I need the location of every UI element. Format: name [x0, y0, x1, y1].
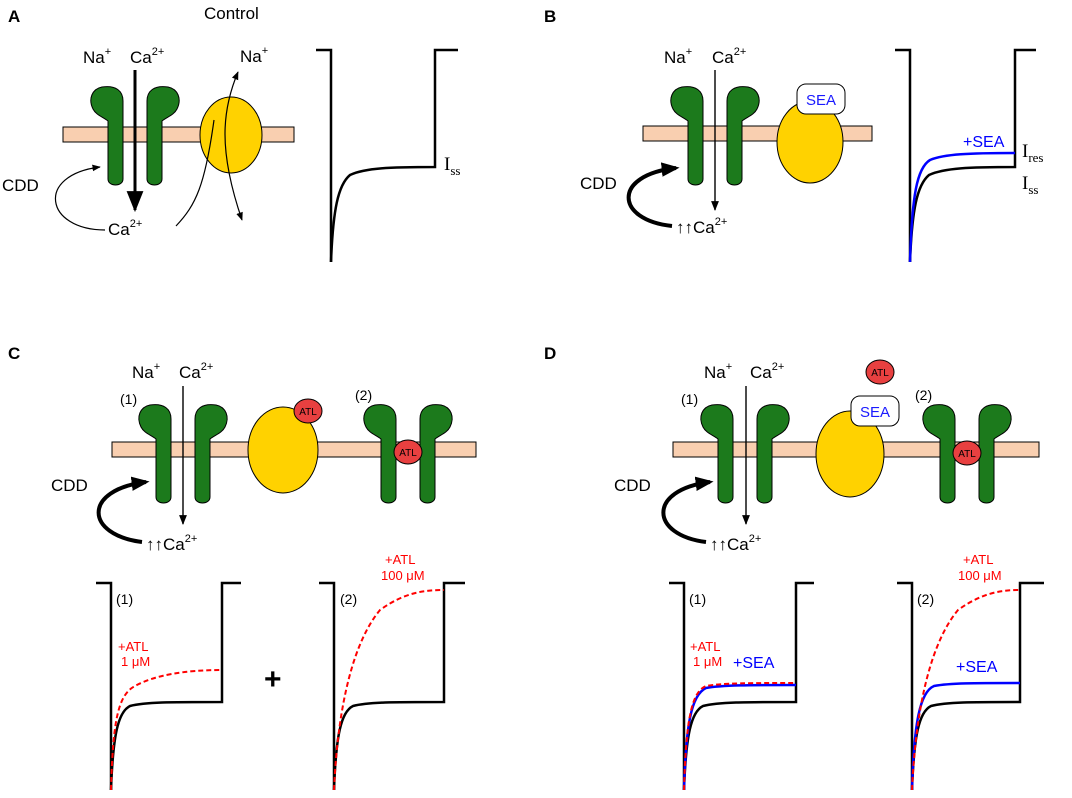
cdd-label: CDD: [580, 174, 617, 193]
sea-current-trace-2: [910, 681, 1021, 791]
atl-label: ATL: [871, 368, 889, 379]
trace-1-label: (1): [689, 591, 706, 607]
control-current-trace: [329, 48, 458, 263]
ca-intracellular-label: Ca2+: [108, 218, 142, 239]
calcium-channel-1: [138, 404, 228, 504]
sea-badge: [796, 83, 846, 115]
panel-b-label: B: [544, 7, 556, 26]
panel-d: D SEA ATL ATL Na+ Ca2+ (1) (2) ↑↑Ca2+ CD…: [544, 344, 1044, 791]
calcium-channel-2: [922, 404, 1012, 504]
atl-label: ATL: [399, 448, 417, 459]
na-ion-label: Na+: [664, 46, 692, 67]
panel-c: C ATL ATL Na+ Ca2+ (1) (2) ↑↑Ca2+ CDD (1…: [8, 344, 477, 791]
ires-label: Ires: [1022, 141, 1044, 165]
trace-2-label: (2): [917, 591, 934, 607]
plus-sea-label: +SEA: [956, 659, 998, 676]
control-current-trace-2: [332, 581, 465, 791]
cdd-label: CDD: [2, 176, 39, 195]
exchanger: [815, 410, 885, 498]
na-ion-label-exchanger: Na+: [240, 45, 268, 66]
trace-1-label: (1): [116, 591, 133, 607]
sea-label: SEA: [806, 92, 836, 109]
cdd-feedback-arrow: [96, 476, 150, 544]
atl-current-trace-2: [911, 589, 1021, 791]
panel-c-label: C: [8, 344, 20, 363]
calcium-channel: [670, 86, 760, 186]
control-current-trace: [908, 48, 1036, 263]
atl-free-molecule: [865, 359, 895, 385]
panel-a-label: A: [8, 7, 20, 26]
current-trace-frame-1: [96, 581, 113, 790]
exchanger: [199, 96, 263, 174]
current-trace-frame-2: [319, 581, 336, 790]
na-ion-label: Na+: [83, 46, 111, 67]
trace-2-label: (2): [340, 591, 357, 607]
atl-molecule: [293, 398, 323, 424]
iss-label: Iss: [1022, 173, 1038, 197]
plus-atl-label: +ATL: [690, 639, 720, 654]
panel-a: A Control Na+ Ca2+ Na+ Ca2+ CDD Iss: [2, 4, 460, 263]
sea-current-trace-1: [682, 683, 797, 791]
atl-bound-molecule: [952, 440, 982, 466]
ca-ion-label: Ca2+: [130, 46, 164, 67]
plus-atl-label: +ATL: [385, 552, 415, 567]
sea-current-trace: [908, 151, 1016, 263]
na-ion-label: Na+: [704, 361, 732, 382]
current-trace-frame: [316, 48, 333, 262]
sea-label: SEA: [860, 404, 890, 421]
current-trace-frame-1: [669, 581, 686, 790]
atl-current-trace-1: [683, 682, 797, 791]
atl-current-trace-2: [333, 589, 445, 791]
ca-ion-label: Ca2+: [712, 46, 746, 67]
exchanger-flux-arrow: [224, 71, 243, 221]
current-trace-frame: [895, 48, 912, 262]
panel-b: B SEA Na+ Ca2+ ↑↑Ca2+ CDD +SEA Ires Iss: [544, 7, 1044, 263]
ca-ion-label: Ca2+: [179, 361, 213, 382]
ca-ion-label: Ca2+: [750, 361, 784, 382]
atl-label: ATL: [958, 449, 976, 460]
calcium-channel-2: [363, 404, 453, 504]
ca-intracellular-label: ↑↑Ca2+: [710, 533, 761, 554]
cdd-feedback-arrow: [626, 162, 680, 228]
panel-d-label: D: [544, 344, 556, 363]
exchanger: [247, 406, 319, 494]
sea-badge: [850, 395, 900, 427]
calcium-channel-1: [700, 404, 790, 504]
control-current-trace-1: [109, 581, 241, 791]
atl-label: ATL: [299, 407, 317, 418]
channel-2-label: (2): [355, 387, 372, 403]
atl-concentration-label: 100 μM: [958, 568, 1002, 583]
atl-current-trace-1: [110, 669, 223, 791]
cdd-feedback-arrow: [55, 164, 106, 231]
control-title: Control: [204, 4, 259, 23]
na-ion-label: Na+: [132, 361, 160, 382]
atl-concentration-label: 100 μM: [381, 568, 425, 583]
ca-intracellular-label: ↑↑Ca2+: [676, 216, 727, 237]
current-trace-frame-2: [897, 581, 914, 790]
plus-sign: +: [264, 663, 282, 696]
atl-concentration-label: 1 μM: [121, 654, 150, 669]
channel-1-label: (1): [681, 391, 698, 407]
calcium-channel: [90, 86, 180, 186]
ca-intracellular-label: ↑↑Ca2+: [146, 533, 197, 554]
channel-1-label: (1): [120, 391, 137, 407]
cdd-feedback-arrow: [661, 476, 714, 544]
exchanger-ca-arrow: [175, 119, 215, 227]
atl-bound-molecule: [393, 439, 423, 465]
cdd-label: CDD: [614, 476, 651, 495]
plus-sea-label: +SEA: [733, 655, 775, 672]
atl-concentration-label: 1 μM: [693, 654, 722, 669]
channel-2-label: (2): [915, 387, 932, 403]
cdd-label: CDD: [51, 476, 88, 495]
plus-atl-label: +ATL: [118, 639, 148, 654]
iss-label: Iss: [444, 154, 460, 178]
plus-atl-label: +ATL: [963, 552, 993, 567]
plus-sea-label: +SEA: [963, 134, 1005, 151]
